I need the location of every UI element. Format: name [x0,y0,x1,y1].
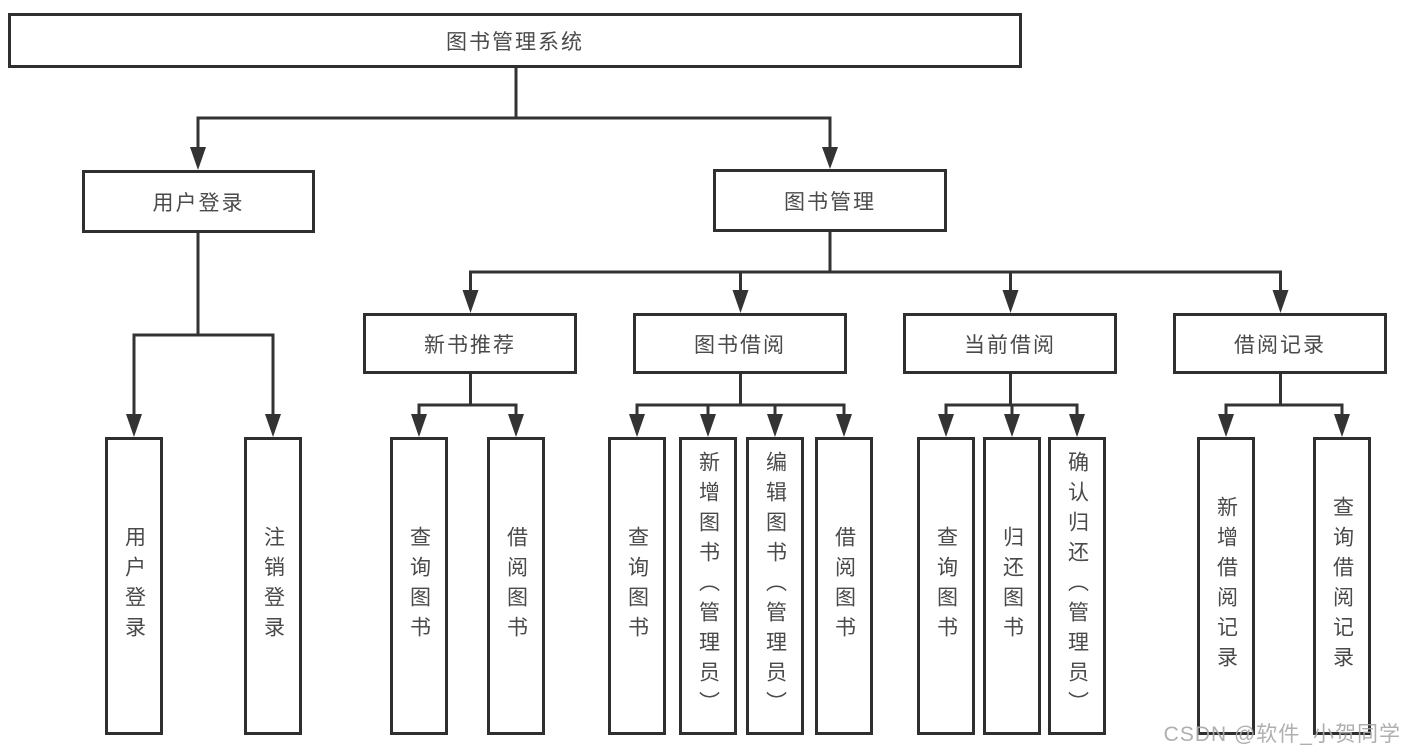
leaf-logout: 注销登录 [244,437,302,735]
leaf-label: 借阅图书 [832,526,856,646]
leaf-return-books: 归还图书 [983,437,1041,735]
leaf-label: 归还图书 [1000,526,1024,646]
leaf-label: 查询图书 [934,526,958,646]
node-book-borrowing: 图书借阅 [633,313,847,374]
node-current-borrowing: 当前借阅 [903,313,1117,374]
leaf-label: 注销登录 [261,526,285,646]
leaf-label: 确认归还（管理员） [1065,451,1089,721]
node-new-book-recommend: 新书推荐 [363,313,577,374]
node-borrow-records: 借阅记录 [1173,313,1387,374]
node-user-login: 用户登录 [82,170,315,233]
leaf-query-books-recommend: 查询图书 [390,437,448,735]
leaf-borrow-books: 借阅图书 [815,437,873,735]
leaf-confirm-return-admin: 确认归还（管理员） [1048,437,1106,735]
leaf-label: 用户登录 [122,526,146,646]
node-book-management: 图书管理 [713,169,947,232]
leaf-user-login: 用户登录 [105,437,163,735]
leaf-query-borrow-record: 查询借阅记录 [1313,437,1371,735]
leaf-label: 新增借阅记录 [1214,496,1238,676]
leaf-add-borrow-record: 新增借阅记录 [1197,437,1255,735]
leaf-query-books-borrowing: 查询图书 [608,437,666,735]
leaf-edit-books-admin: 编辑图书（管理员） [746,437,804,735]
node-library-management-system: 图书管理系统 [8,13,1022,68]
leaf-label: 查询借阅记录 [1330,496,1354,676]
leaf-label: 编辑图书（管理员） [763,451,787,721]
csdn-watermark: CSDN @软件_小贺同学 [1163,723,1401,746]
leaf-query-books-current: 查询图书 [917,437,975,735]
leaf-label: 查询图书 [407,526,431,646]
leaf-borrow-books-recommend: 借阅图书 [487,437,545,735]
leaf-add-books-admin: 新增图书（管理员） [679,437,737,735]
leaf-label: 新增图书（管理员） [696,451,720,721]
leaf-label: 借阅图书 [504,526,528,646]
leaf-label: 查询图书 [625,526,649,646]
